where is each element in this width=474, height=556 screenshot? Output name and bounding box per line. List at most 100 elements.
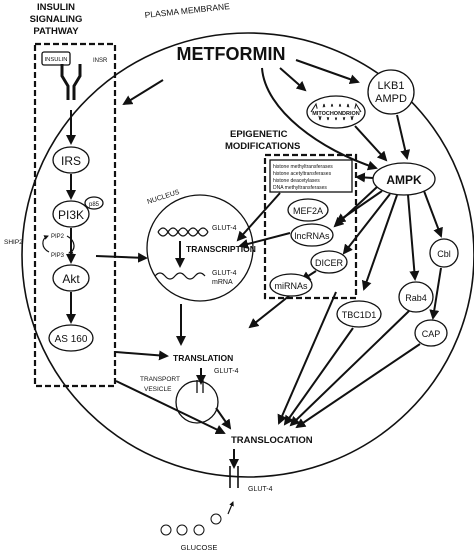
arrow-mef2a-transcription: [238, 232, 291, 249]
ncrna-nodes: MEF2A lncRNAs DICER miRNAs: [269, 198, 348, 297]
pip2-label: PIP2: [51, 234, 65, 240]
nucleus-label: NUCLEUS: [146, 189, 180, 206]
ampd-label: AMPD: [375, 93, 407, 105]
dicer-node: [310, 250, 348, 274]
epigenetic-box: [263, 153, 358, 300]
glucose-molecule-3: [176, 524, 188, 536]
histone-enzymes-box: [269, 159, 353, 193]
arrow-cap-translocation: [295, 343, 421, 429]
ship2-label: SHIP2: [4, 239, 23, 246]
vesicle-glut4-label: GLUT-4: [214, 368, 239, 375]
arrow-ampk-histone: [355, 172, 374, 183]
arrow-glucose-entry: [227, 501, 234, 515]
metformin-label: METFORMIN: [177, 44, 286, 64]
arrow-metformin-ampk: [261, 67, 378, 171]
dna-methyltransferases: DNA methyltransferases: [273, 185, 327, 191]
transport-vesicle-label-1: TRANSPORT: [140, 376, 180, 383]
mef2a-text: MEF2A: [293, 206, 323, 216]
insulin-pathway-title-2: SIGNALING: [30, 14, 83, 25]
arrow-ampk-tbc1d1: [361, 194, 398, 291]
lkb1-ampd-node: [367, 69, 415, 115]
arrow-metformin-insulin-pathway: [122, 79, 164, 106]
glucose-molecule-2: [193, 524, 205, 536]
pip3-label: PIP3: [51, 253, 65, 259]
insulin-label: INSULIN: [45, 57, 68, 63]
translation-label: TRANSLATION: [173, 353, 233, 363]
arrow-mitochondrion-ampk: [354, 125, 388, 162]
akt-label: Akt: [62, 272, 80, 286]
p85-label: p85: [89, 202, 100, 208]
arrow-metformin-mitochondrion: [279, 67, 307, 92]
cell-membrane: [21, 32, 474, 478]
epigenetic-title-2: MODIFICATIONS: [225, 141, 300, 152]
mef2a-oval: [287, 198, 329, 222]
as160-node: [48, 324, 94, 352]
insulin-pathway-title-3: PATHWAY: [33, 26, 79, 37]
glucose-label: GLUCOSE: [181, 543, 218, 552]
ampk-label: AMPK: [386, 173, 422, 187]
translocation-label: TRANSLOCATION: [231, 435, 313, 446]
membrane-glut4-label: GLUT-4: [248, 486, 273, 493]
pi3k-label: PI3K: [58, 208, 84, 222]
insulin-pathway-title-1: INSULIN: [37, 2, 75, 13]
arrow-ampk-lncrnas: [335, 190, 383, 224]
arrow-vesicle-translocation: [215, 407, 232, 430]
nucleus: [146, 194, 254, 302]
rab4-label: Rab4: [405, 293, 427, 303]
glut4-mrna-wave: [154, 272, 206, 280]
insr-receptor-shape: [60, 64, 82, 100]
glut4-mrna-label-1: GLUT-4: [212, 270, 237, 277]
insulin-box: [41, 51, 71, 66]
ampk-node: [372, 162, 436, 196]
membrane-glut4-channel: [229, 466, 239, 488]
vesicle-glut4-channel: [196, 380, 204, 393]
ship2-curve: [42, 235, 50, 253]
histone-acetyltransferases: histone acetyltransferases: [273, 171, 332, 177]
arrow-akt-transcription: [95, 252, 148, 263]
cap-label: CAP: [422, 329, 441, 339]
insulin-pathway-box: [33, 42, 117, 388]
arrow-mirnas-translation: [248, 295, 290, 329]
lncrnas-box: [290, 223, 334, 247]
mirnas-node: [269, 273, 313, 297]
cbl-node: [429, 238, 459, 268]
as160-label: AS 160: [55, 334, 88, 345]
irs-label: IRS: [61, 154, 81, 168]
arrow-ampk-rab4: [407, 194, 420, 281]
mirnas-label: miRNAs: [275, 281, 308, 291]
glut4-gene-label: GLUT-4: [212, 225, 237, 232]
cap-node: [414, 319, 448, 347]
rab4-node: [398, 281, 434, 313]
plasma-membrane-label: PLASMA MEMBRANE: [144, 1, 230, 20]
arrow-insulin-pathway-translocation: [115, 380, 226, 435]
transport-vesicle-label-2: VESICLE: [144, 386, 172, 393]
transcription-label: TRANSCRIPTION: [186, 244, 256, 254]
akt-node: [52, 264, 90, 292]
mitochondrion-cristae: [310, 102, 362, 121]
cbl-label: Cbl: [437, 249, 451, 259]
arrow-tbc1d1-translocation: [283, 327, 354, 426]
arrow-cbl-cap: [429, 267, 442, 320]
lncrnas-label: lncRNAs: [294, 231, 330, 241]
arrow-lkb1-ampk: [396, 114, 411, 160]
dicer-label: DICER: [315, 258, 344, 268]
irs-node: [52, 146, 90, 174]
arrow-histone-transcription: [236, 192, 281, 242]
insulin-receptor: INSULIN INSR: [41, 51, 108, 100]
arrow-ampk-cbl: [423, 190, 443, 238]
arrow-insulin-pathway-translation: [115, 350, 169, 361]
glut4-mrna-label-2: mRNA: [212, 279, 233, 286]
mitochondrion-label: MITOCHONDRION: [312, 111, 360, 117]
insr-label: INSR: [93, 58, 108, 64]
glut4-gene-dna: [157, 227, 209, 237]
glucose-molecule-1: [210, 513, 222, 525]
histone-methyltransferases: histone methyltransferases: [273, 164, 333, 170]
pi3k-node: [52, 200, 90, 228]
histone-deacetylases: histone deacetylases: [273, 178, 320, 184]
glucose-molecule-4: [160, 524, 172, 536]
arrow-ampk-dicer: [342, 193, 391, 255]
lkb1-label: LKB1: [378, 80, 405, 92]
tbc1d1-node: [336, 300, 382, 328]
arrow-lncrnas-translocation: [277, 291, 337, 425]
